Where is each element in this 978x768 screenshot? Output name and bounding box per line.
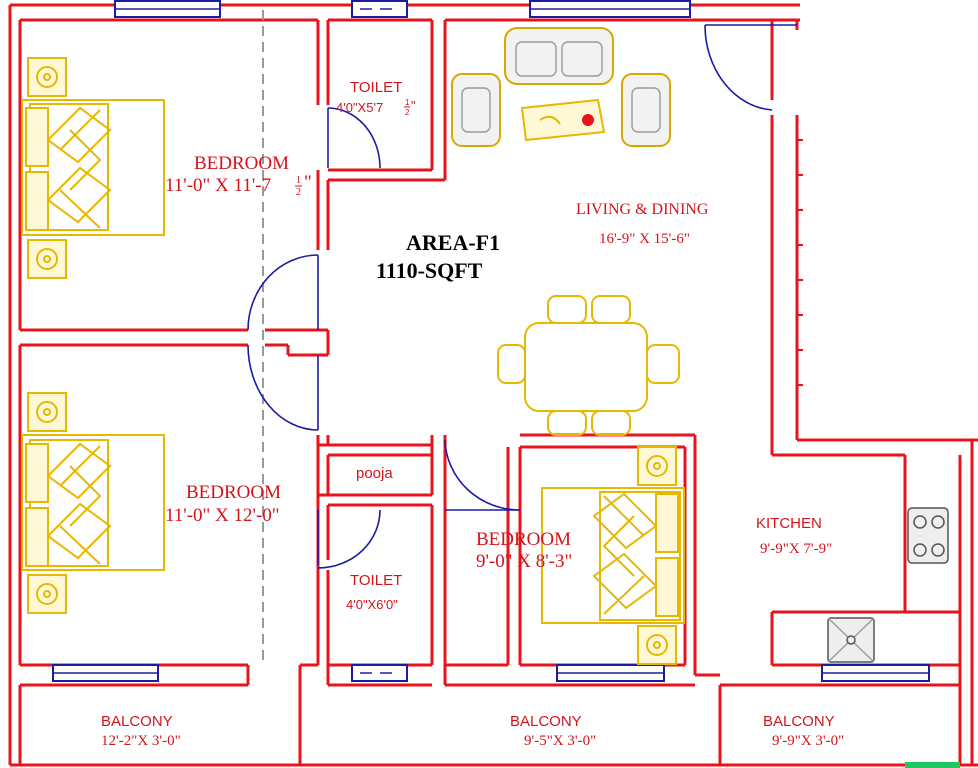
- toilet-bottom-dim: 4'0"X6'0": [346, 597, 398, 612]
- toilet-top-dim: 4'0"X5'7: [336, 100, 383, 115]
- doors: [247, 24, 797, 569]
- toilet-top-frac-num: 1: [405, 98, 410, 107]
- living-dim: 16'-9" X 15'-6": [599, 231, 690, 247]
- wall-ticks: [797, 139, 803, 386]
- bedroom-top-frac-den: 2: [296, 187, 301, 198]
- kitchen-dim: 9'-9"X 7'-9": [760, 541, 832, 557]
- dining-table: [497, 295, 680, 436]
- pooja-name: pooja: [356, 465, 393, 482]
- area-size: 1110-SQFT: [376, 258, 483, 283]
- toilet-top-dim-end: ": [411, 98, 416, 113]
- balcony-mid-name: BALCONY: [510, 713, 582, 730]
- windows: [52, 0, 930, 682]
- bedroom-top-frac-num: 1: [296, 175, 301, 186]
- kitchen-hob: [907, 507, 949, 564]
- toilet-bottom-name: TOILET: [350, 572, 402, 589]
- sofa-set: [451, 27, 671, 147]
- balcony-left-name: BALCONY: [101, 713, 173, 730]
- balcony-right-dim: 9'-9"X 3'-0": [772, 733, 844, 749]
- toilet-top-name: TOILET: [350, 79, 402, 96]
- kitchen-name: KITCHEN: [756, 515, 822, 532]
- bedroom-top-name: BEDROOM: [194, 153, 289, 174]
- corner-mark: [905, 762, 960, 768]
- bed-right: [541, 446, 685, 665]
- bedroom-right-dim: 9'-0" X 8'-3": [476, 551, 572, 572]
- area-name: AREA-F1: [406, 230, 500, 255]
- balcony-right-name: BALCONY: [763, 713, 835, 730]
- bedroom-top-dim: 11'-0" X 11'-7: [165, 175, 271, 196]
- living-name: LIVING & DINING: [576, 201, 709, 218]
- bedroom-left-name: BEDROOM: [186, 482, 281, 503]
- balcony-left-dim: 12'-2"X 3'-0": [101, 733, 181, 749]
- bed-left: [21, 392, 165, 614]
- toilet-top-frac-den: 2: [405, 108, 410, 117]
- balcony-mid-dim: 9'-5"X 3'-0": [524, 733, 596, 749]
- kitchen-sink: [827, 617, 875, 663]
- bedroom-left-dim: 11'-0" X 12'-0": [165, 505, 280, 526]
- bed-top: [21, 57, 165, 279]
- bedroom-right-name: BEDROOM: [476, 529, 571, 550]
- labels: AREA-F1 1110-SQFT BEDROOM 11'-0" X 11'-7…: [101, 79, 844, 749]
- bedroom-top-dim-end: ": [304, 172, 312, 193]
